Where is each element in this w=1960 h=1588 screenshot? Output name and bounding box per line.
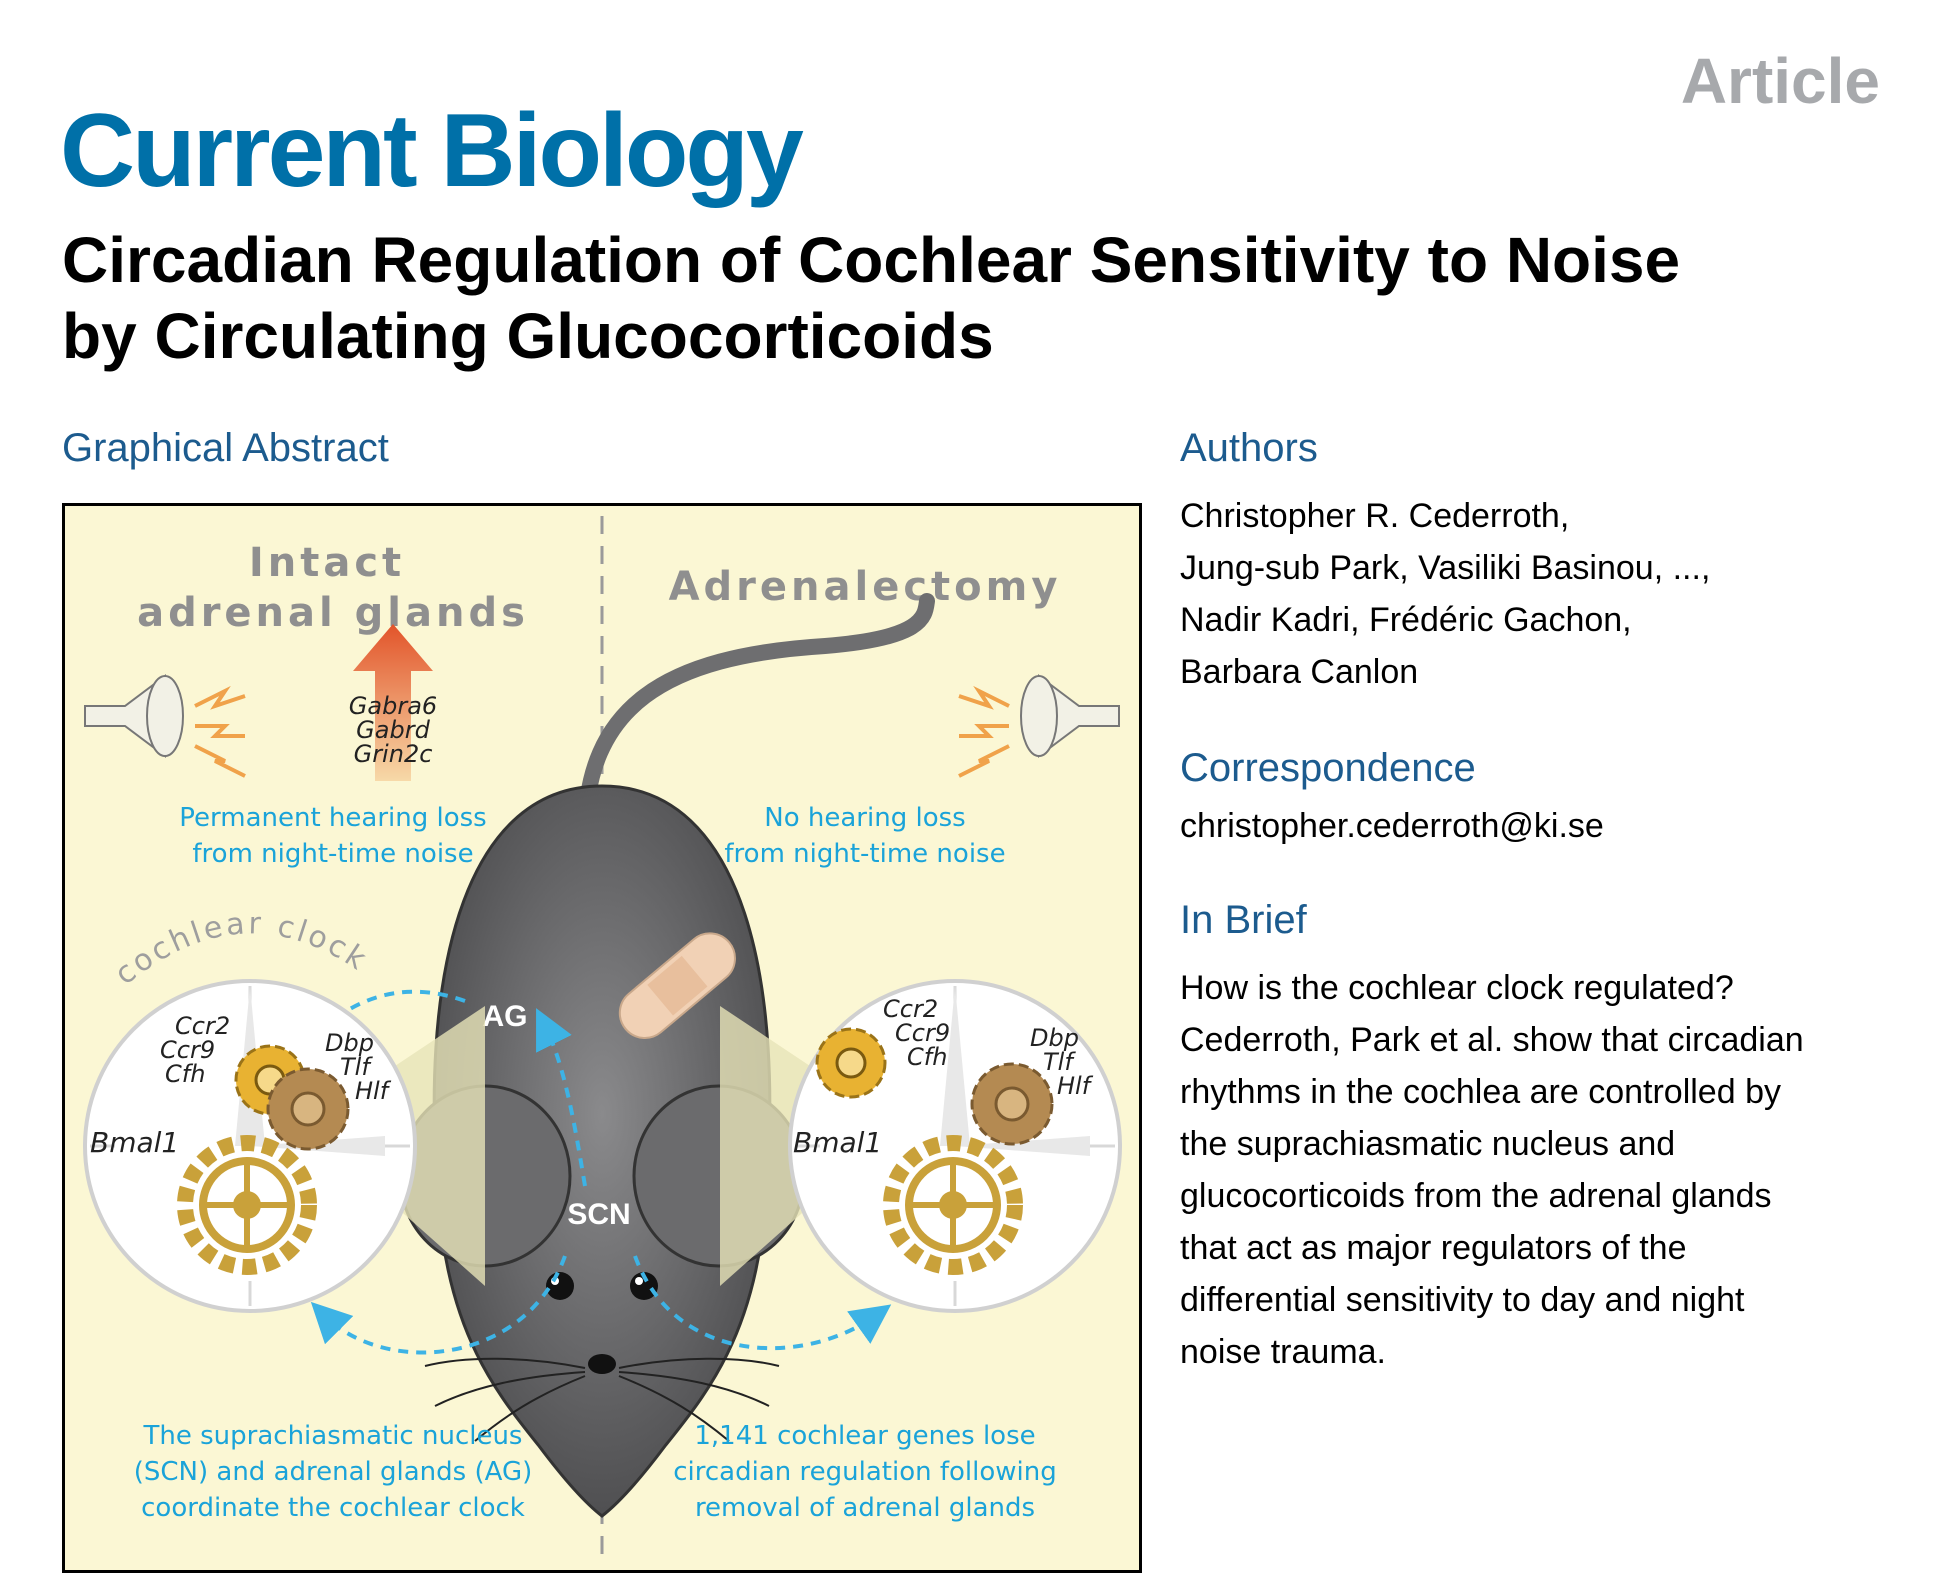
clock-left-gene-a1: Ccr2 bbox=[175, 1012, 230, 1040]
in-brief-line: that act as major regulators of the bbox=[1180, 1229, 1687, 1267]
in-brief-line: Cederroth, Park et al. show that circadi… bbox=[1180, 1021, 1804, 1059]
correspondence-heading: Correspondence bbox=[1180, 746, 1476, 790]
left-panel-title-2: adrenal glands bbox=[137, 590, 529, 636]
in-brief-line: glucocorticoids from the adrenal glands bbox=[1180, 1177, 1772, 1215]
author-line-3: Nadir Kadri, Frédéric Gachon, bbox=[1180, 601, 1632, 639]
gear-medium-right bbox=[970, 1062, 1054, 1146]
journal-name: Current Biology bbox=[60, 93, 804, 209]
author-line-1: Christopher R. Cederroth, bbox=[1180, 497, 1570, 535]
left-panel-title-1: Intact bbox=[249, 540, 405, 586]
clock-left-gene-main: Bmal1 bbox=[90, 1126, 179, 1159]
gear-small-right bbox=[815, 1027, 887, 1099]
right-caption-2: from night-time noise bbox=[724, 839, 1005, 869]
clock-left-gene-b2: Tlf bbox=[340, 1053, 373, 1081]
clock-left-gene-b3: Hlf bbox=[355, 1077, 392, 1105]
in-brief-line: differential sensitivity to day and nigh… bbox=[1180, 1281, 1745, 1319]
bottom-right-caption-1: 1,141 cochlear genes lose bbox=[694, 1421, 1035, 1451]
graphical-abstract: Intact adrenal glands Adrenalectomy bbox=[62, 503, 1142, 1573]
bandage-icon bbox=[618, 932, 736, 1039]
gene-up-1: Gabra6 bbox=[349, 692, 437, 720]
mouse-whiskers bbox=[424, 1357, 780, 1442]
mouse-tail bbox=[577, 593, 935, 844]
in-brief-line: noise trauma. bbox=[1180, 1333, 1386, 1371]
title-line-1: Circadian Regulation of Cochlear Sensiti… bbox=[62, 224, 1681, 296]
clock-right-gene-b3: Hlf bbox=[1057, 1072, 1094, 1100]
ag-label: AG bbox=[483, 1000, 528, 1033]
in-brief-text: How is the cochlear clock regulated? Ced… bbox=[1180, 962, 1900, 1378]
gear-large-right bbox=[883, 1135, 1023, 1275]
mouse-nose bbox=[588, 1354, 616, 1374]
clock-right-gene-a1: Ccr2 bbox=[883, 995, 938, 1023]
graphical-abstract-heading: Graphical Abstract bbox=[62, 426, 389, 470]
clock-right-gene-main: Bmal1 bbox=[793, 1126, 882, 1159]
in-brief-line: rhythms in the cochlea are controlled by bbox=[1180, 1073, 1781, 1111]
clock-right-gene-a3: Cfh bbox=[907, 1043, 947, 1071]
mouse-eye-left bbox=[546, 1272, 574, 1300]
gear-large-left bbox=[177, 1135, 317, 1275]
gene-up-2: Gabrd bbox=[356, 716, 430, 744]
bottom-left-caption-3: coordinate the cochlear clock bbox=[141, 1493, 525, 1523]
correspondence-email[interactable]: christopher.cederroth@ki.se bbox=[1180, 807, 1604, 845]
title-line-2: by Circulating Glucocorticoids bbox=[62, 300, 994, 372]
author-line-2: Jung-sub Park, Vasiliki Basinou, ..., bbox=[1180, 549, 1711, 587]
right-caption-1: No hearing loss bbox=[764, 803, 965, 833]
clock-left-gene-b1: Dbp bbox=[325, 1029, 374, 1057]
speaker-icon-right bbox=[958, 674, 1120, 778]
gene-up-3: Grin2c bbox=[354, 740, 433, 768]
cochlear-clock-label: cochlear clock bbox=[108, 906, 374, 992]
clock-right-gene-a2: Ccr9 bbox=[895, 1019, 950, 1047]
authors-heading: Authors bbox=[1180, 426, 1318, 470]
in-brief-line: the suprachiasmatic nucleus and bbox=[1180, 1125, 1676, 1163]
scn-label: SCN bbox=[567, 1198, 630, 1231]
author-line-4: Barbara Canlon bbox=[1180, 653, 1419, 691]
left-caption-1: Permanent hearing loss bbox=[179, 803, 486, 833]
bottom-right-caption-2: circadian regulation following bbox=[673, 1457, 1056, 1487]
clock-right-gene-b2: Tlf bbox=[1043, 1048, 1076, 1076]
graphical-abstract-figure: Intact adrenal glands Adrenalectomy bbox=[83, 516, 1122, 1566]
clock-left-gene-a3: Cfh bbox=[165, 1060, 205, 1088]
gear-medium-left bbox=[266, 1067, 350, 1151]
article-title: Circadian Regulation of Cochlear Sensiti… bbox=[62, 222, 1902, 374]
right-panel-title: Adrenalectomy bbox=[669, 564, 1062, 610]
upregulation-arrow bbox=[353, 624, 433, 781]
authors-list: Christopher R. Cederroth, Jung-sub Park,… bbox=[1180, 490, 1710, 698]
clock-left-gene-a2: Ccr9 bbox=[160, 1036, 215, 1064]
speaker-icon-left bbox=[84, 674, 246, 778]
bottom-left-caption-2: (SCN) and adrenal glands (AG) bbox=[134, 1457, 533, 1487]
article-type-label: Article bbox=[1680, 45, 1880, 117]
left-caption-2: from night-time noise bbox=[192, 839, 473, 869]
in-brief-line: How is the cochlear clock regulated? bbox=[1180, 969, 1734, 1007]
bottom-right-caption-3: removal of adrenal glands bbox=[695, 1493, 1035, 1523]
clock-right-gene-b1: Dbp bbox=[1030, 1024, 1079, 1052]
bottom-left-caption-1: The suprachiasmatic nucleus bbox=[143, 1421, 523, 1451]
in-brief-heading: In Brief bbox=[1180, 898, 1307, 942]
